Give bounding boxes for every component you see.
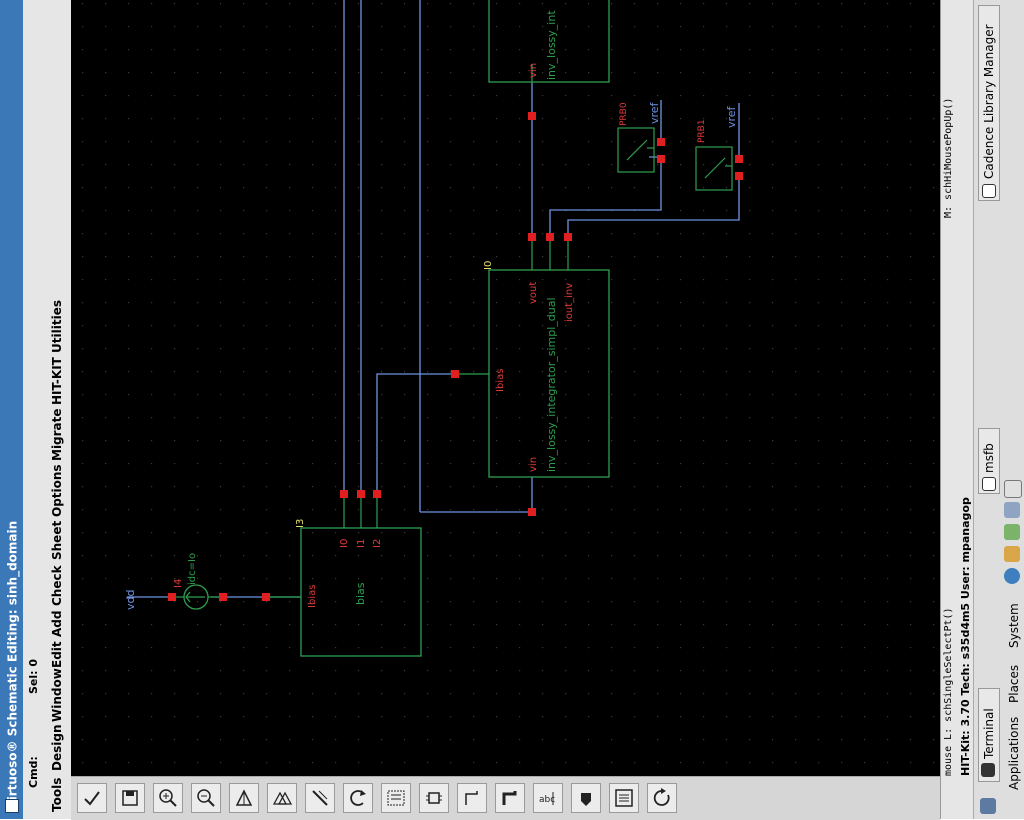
integrator-pin-ibias: Ibias [495, 369, 506, 392]
integrator-pin-vin: vin [528, 457, 539, 472]
bias-pin-i1: I1 [356, 539, 367, 548]
tool-palette: abc [71, 776, 940, 820]
status-bar: mouse L: schSingleSelectPt() M: schHiMou… [940, 0, 974, 819]
window-title: Virtuoso® Schematic Editing: sinh_domain [5, 520, 20, 810]
bias-pin-i0: I0 [339, 539, 350, 548]
repeat-icon[interactable] [647, 783, 677, 813]
menu-design[interactable]: Design [50, 724, 64, 772]
pin-icon[interactable] [571, 783, 601, 813]
taskbar-item-msfb-label: msfb [982, 443, 996, 473]
zoom-out-icon[interactable] [191, 783, 221, 813]
menu-migrate[interactable]: Migrate [50, 408, 64, 461]
bias-pin-i2: I2 [372, 539, 383, 548]
current-source-instance-name: I4 [173, 579, 184, 588]
connection-points [168, 112, 743, 601]
integrator-main-cell-name: inv_lossy_integrator_simpl_dual [545, 297, 558, 472]
bias-pin-ibias: Ibias [307, 585, 318, 608]
integrator-main-instance-name: I0 [483, 261, 494, 270]
help-icon[interactable] [1004, 480, 1022, 498]
bias-instance[interactable]: I3 bias I0 I1 I2 Ibias [295, 519, 422, 657]
menu-check[interactable]: Check [50, 565, 64, 606]
window-icon [982, 477, 996, 491]
gnome-foot-icon[interactable] [980, 798, 996, 814]
wires[interactable] [127, 0, 740, 598]
taskbar-item-cadence-label: Cadence Library Manager [982, 24, 996, 179]
undo-icon[interactable] [343, 783, 373, 813]
zoom-in-icon[interactable] [153, 783, 183, 813]
stretch-icon[interactable] [229, 783, 259, 813]
bias-cell-name: bias [354, 582, 367, 605]
current-source-param: idc=Io [187, 553, 198, 585]
taskbar-item-terminal[interactable]: Terminal [978, 688, 1000, 782]
menu-add[interactable]: Add [50, 610, 64, 637]
web-browser-icon[interactable] [1004, 568, 1020, 584]
editor-icon[interactable] [1004, 524, 1020, 540]
desktop-panel: Applications Places System Terminal msfb… [973, 0, 1024, 819]
bias-instance-name: I3 [295, 519, 306, 528]
wire-wide-icon[interactable] [495, 783, 525, 813]
menu-edit[interactable]: Edit [50, 641, 64, 668]
integrator-top-instance[interactable]: inv_lossy_int vin [488, 0, 610, 83]
label-icon[interactable]: abc [533, 783, 563, 813]
mouse-left-binding: mouse L: schSingleSelectPt() [943, 607, 954, 776]
integrator-top-cell-name: inv_lossy_int [545, 10, 558, 80]
cmd-options-icon[interactable] [609, 783, 639, 813]
cmd-label: Cmd: [27, 756, 40, 788]
svg-text:abc: abc [539, 795, 555, 805]
terminal-icon [981, 763, 995, 777]
cmd-status-row: Cmd: Sel: 0 [23, 0, 45, 819]
window-titlebar[interactable]: Virtuoso® Schematic Editing: sinh_domain [0, 0, 23, 819]
mouse-middle-binding: M: schHiMousePopUp() [943, 97, 954, 218]
menu-bar: Tools Design Window Edit Add Check Sheet… [45, 0, 71, 819]
integrator-pin-vout: vout [528, 282, 539, 304]
copy-icon[interactable] [267, 783, 297, 813]
integrator-main-instance[interactable]: I0 inv_lossy_integrator_simpl_dual vin I… [483, 261, 610, 478]
menu-window[interactable]: Window [50, 668, 64, 722]
menu-system[interactable]: System [1007, 603, 1021, 648]
save-icon[interactable] [115, 783, 145, 813]
taskbar-item-terminal-label: Terminal [982, 708, 996, 759]
menu-sheet[interactable]: Sheet [50, 520, 64, 560]
pin-prb0-name: PRB0 [619, 102, 629, 126]
check-save-icon[interactable] [77, 783, 107, 813]
mail-icon[interactable] [1004, 546, 1020, 562]
instance-icon[interactable] [419, 783, 449, 813]
taskbar-item-cadence-library-manager[interactable]: Cadence Library Manager [978, 5, 1000, 201]
property-icon[interactable] [381, 783, 411, 813]
pin-prb1[interactable]: PRB1 [695, 119, 733, 191]
net-label-vref-0: vref [648, 101, 661, 124]
integrator-pin-iout-inv: iout_inv [564, 283, 575, 322]
schematic-canvas[interactable]: I3 bias I0 I1 I2 Ibias I0 inv_lossy_inte… [71, 0, 940, 776]
kit-info: HIT-Kit: 3.70 Tech: s35d4m5 User: mpanag… [959, 497, 972, 776]
pin-prb1-name: PRB1 [697, 119, 707, 143]
integrator-top-pin-vin: vin [528, 63, 539, 78]
taskbar-item-msfb[interactable]: msfb [978, 428, 1000, 494]
net-label-vref-1: vref [725, 105, 738, 128]
net-label-vdd: vdd [124, 590, 137, 610]
wire-narrow-icon[interactable] [457, 783, 487, 813]
menu-options[interactable]: Options [50, 464, 64, 517]
menu-tools[interactable]: Tools [50, 777, 64, 812]
window-icon [982, 184, 996, 198]
delete-icon[interactable] [305, 783, 335, 813]
menu-applications[interactable]: Applications [1007, 716, 1021, 790]
pin-prb0[interactable]: PRB0 [617, 102, 655, 173]
files-icon[interactable] [1004, 502, 1020, 518]
menu-hit-kit-utilities[interactable]: HIT-KIT Utilities [50, 300, 64, 405]
menu-places[interactable]: Places [1007, 664, 1021, 703]
window-menu-icon[interactable] [5, 799, 19, 813]
selection-count: Sel: 0 [27, 658, 40, 694]
